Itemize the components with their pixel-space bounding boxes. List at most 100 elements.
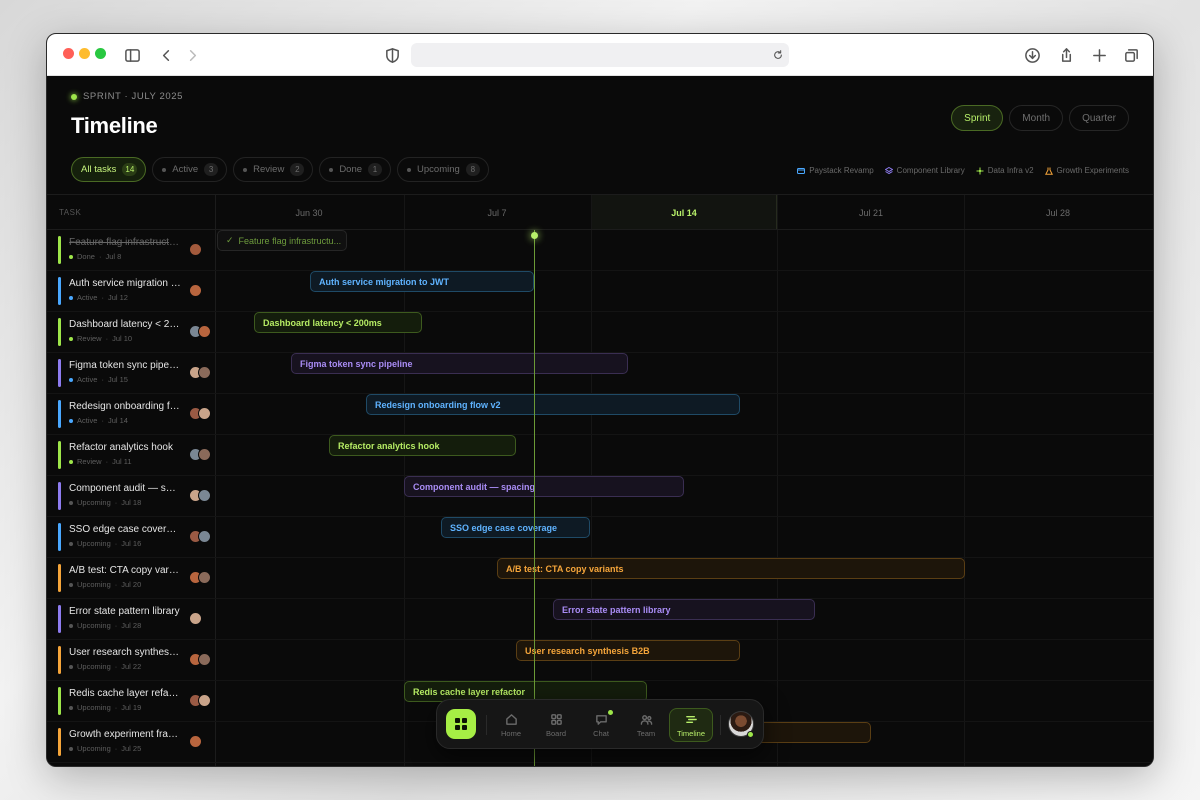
- task-row[interactable]: Auth service migration to JWT Active · J…: [47, 271, 1153, 312]
- dock-team[interactable]: Team: [626, 708, 666, 742]
- task-bar[interactable]: Dashboard latency < 200ms: [254, 312, 422, 333]
- filter-all-tasks[interactable]: All tasks 14: [71, 157, 147, 182]
- task-row[interactable]: Component audit — spacing Upcoming · Jul…: [47, 476, 1153, 517]
- view-switch: Sprint Month Quarter: [951, 105, 1129, 131]
- online-status-dot: [747, 731, 754, 738]
- task-row[interactable]: SSO edge case coverage Upcoming · Jul 16…: [47, 517, 1153, 558]
- bullet-icon: [407, 167, 412, 172]
- minimize-window-button[interactable]: [79, 48, 90, 59]
- tab-overview-icon[interactable]: [1119, 43, 1143, 67]
- shield-icon[interactable]: [380, 43, 404, 67]
- avatar: [189, 284, 202, 297]
- task-row[interactable]: Redesign onboarding flow v2 Active · Jul…: [47, 394, 1153, 435]
- project-growth-experiments[interactable]: Growth Experiments: [1044, 166, 1129, 175]
- week-label: Jun 30: [295, 208, 323, 218]
- avatar: [198, 448, 211, 461]
- task-bar[interactable]: Component audit — spacing: [404, 476, 684, 497]
- dock-label: Board: [545, 728, 566, 738]
- task-name: Redesign onboarding flow v2: [69, 401, 181, 412]
- timeline-app: SPRINT · JULY 2025 Timeline Sprint Month…: [47, 76, 1153, 766]
- task-row[interactable]: Dashboard latency < 200ms Review · Jul 1…: [47, 312, 1153, 353]
- task-bar[interactable]: Refactor analytics hook: [329, 435, 516, 456]
- task-bar[interactable]: Auth service migration to JWT: [310, 271, 534, 292]
- dock-timeline[interactable]: Timeline: [669, 708, 713, 742]
- new-tab-icon[interactable]: [1087, 43, 1111, 67]
- task-bar[interactable]: SSO edge case coverage: [441, 517, 590, 538]
- week-label: Jul 21: [858, 208, 884, 218]
- task-due: Jul 10: [112, 334, 133, 343]
- dock-label: Timeline: [676, 728, 706, 738]
- avatar: [198, 694, 211, 707]
- task-status: Upcoming: [77, 580, 111, 589]
- task-bar[interactable]: Error state pattern library: [553, 599, 815, 620]
- task-bar[interactable]: A/B test: CTA copy variants: [497, 558, 965, 579]
- task-status: Upcoming: [77, 621, 111, 630]
- download-icon[interactable]: [1020, 43, 1044, 67]
- browser-toolbar: [47, 34, 1153, 76]
- task-meta: Upcoming · Jul 28: [69, 621, 141, 630]
- view-sprint-button[interactable]: Sprint: [951, 105, 1004, 131]
- task-name: User research synthesis B2B: [69, 647, 181, 658]
- forward-icon[interactable]: [180, 43, 204, 67]
- sidebar-toggle-icon[interactable]: [120, 43, 144, 67]
- task-row[interactable]: Refactor analytics hook Review · Jul 11 …: [47, 435, 1153, 476]
- filter-label: All tasks: [81, 164, 117, 175]
- task-meta: Active · Jul 12: [69, 293, 128, 302]
- filter-done[interactable]: Done 1: [319, 157, 392, 182]
- task-meta: Upcoming · Jul 18: [69, 498, 141, 507]
- project-label: Growth Experiments: [1056, 166, 1129, 175]
- task-status: Upcoming: [77, 662, 111, 671]
- task-status: Upcoming: [77, 539, 111, 548]
- project-paystack-revamp[interactable]: Paystack Revamp: [797, 166, 874, 175]
- task-row[interactable]: Figma token sync pipeline Active · Jul 1…: [47, 353, 1153, 394]
- view-month-button[interactable]: Month: [1009, 105, 1064, 131]
- assignees: [189, 243, 202, 256]
- view-quarter-button[interactable]: Quarter: [1069, 105, 1129, 131]
- project-label: Data Infra v2: [987, 166, 1034, 175]
- task-bar[interactable]: ✓ Feature flag infrastructu...: [217, 230, 347, 251]
- close-window-button[interactable]: [63, 48, 74, 59]
- task-status: Active: [77, 375, 98, 384]
- filter-count: 3: [204, 163, 219, 176]
- project-component-library[interactable]: Component Library: [884, 166, 965, 175]
- filter-count: 2: [290, 163, 305, 176]
- bullet-icon: [243, 167, 248, 172]
- sprint-eyebrow: SPRINT · JULY 2025: [71, 91, 183, 102]
- dock-home[interactable]: Home: [491, 708, 531, 742]
- task-meta: Upcoming · Jul 16: [69, 539, 141, 548]
- task-status: Active: [77, 293, 98, 302]
- zoom-window-button[interactable]: [95, 48, 106, 59]
- task-meta: Upcoming · Jul 20: [69, 580, 141, 589]
- dock-board[interactable]: Board: [536, 708, 576, 742]
- task-row[interactable]: Error state pattern library Upcoming · J…: [47, 599, 1153, 640]
- avatar: [198, 325, 211, 338]
- task-row[interactable]: Feature flag infrastructure Done · Jul 8…: [47, 230, 1153, 271]
- task-bar[interactable]: User research synthesis B2B: [516, 640, 740, 661]
- bottom-dock: Home Board Chat Team Timeline: [436, 699, 764, 749]
- network-icon: [976, 167, 984, 174]
- project-data-infra[interactable]: Data Infra v2: [976, 166, 1034, 175]
- project-label: Paystack Revamp: [809, 166, 874, 175]
- browser-window: SPRINT · JULY 2025 Timeline Sprint Month…: [46, 33, 1154, 767]
- task-meta: Upcoming · Jul 22: [69, 662, 141, 671]
- chat-icon: [595, 714, 607, 725]
- task-name: SSO edge case coverage: [69, 524, 181, 535]
- task-status: Review: [77, 457, 102, 466]
- task-row[interactable]: A/B test: CTA copy variants Upcoming · J…: [47, 558, 1153, 599]
- filter-review[interactable]: Review 2: [233, 157, 314, 182]
- today-marker-line: [534, 230, 535, 766]
- assignees: [189, 530, 211, 543]
- back-icon[interactable]: [154, 43, 178, 67]
- task-row[interactable]: User research synthesis B2B Upcoming · J…: [47, 640, 1153, 681]
- task-bar[interactable]: Redesign onboarding flow v2: [366, 394, 740, 415]
- address-bar[interactable]: [411, 43, 789, 67]
- filter-active[interactable]: Active 3: [152, 157, 228, 182]
- reload-icon[interactable]: [766, 43, 790, 67]
- filter-upcoming[interactable]: Upcoming 8: [397, 157, 489, 182]
- task-bar[interactable]: Figma token sync pipeline: [291, 353, 628, 374]
- share-icon[interactable]: [1054, 43, 1078, 67]
- task-status: Active: [77, 416, 98, 425]
- app-logo-button[interactable]: [446, 709, 476, 739]
- timeline-icon: [685, 715, 697, 723]
- dock-chat[interactable]: Chat: [581, 708, 621, 742]
